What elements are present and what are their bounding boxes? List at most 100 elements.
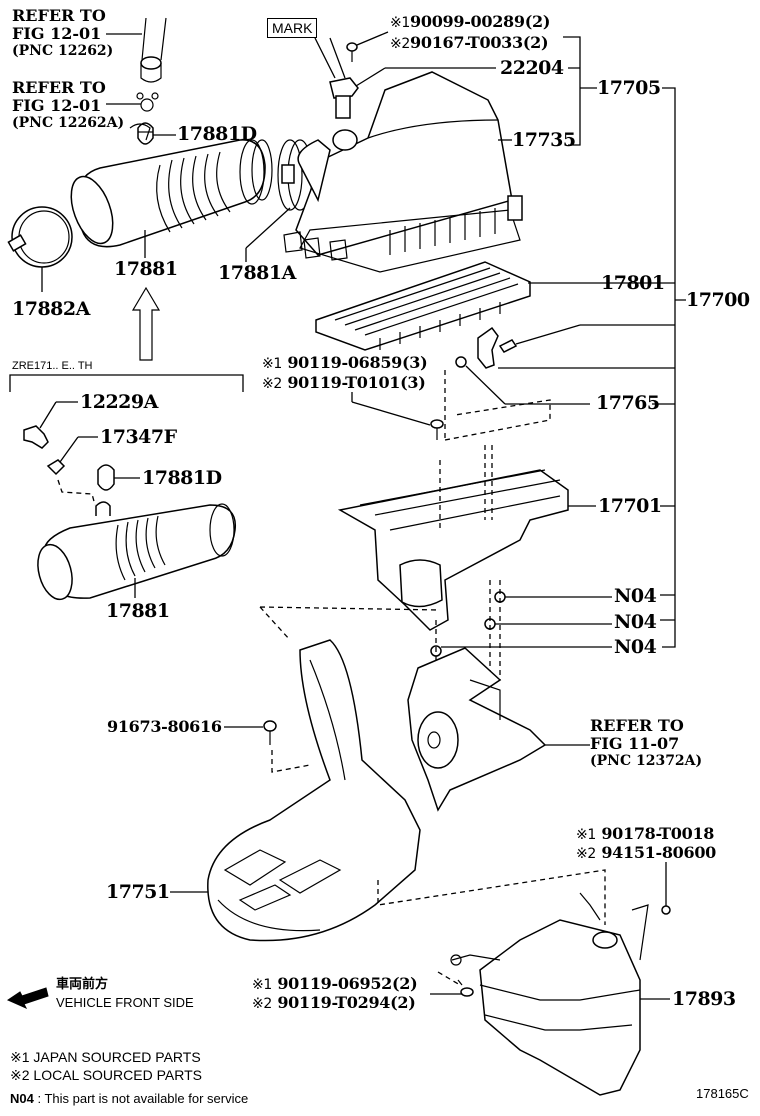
sensor-12229a-part: [23, 425, 49, 449]
dashed-guide: [444, 370, 551, 441]
part-label-bolt-low-2: ※2 90119-T0294(2): [252, 995, 416, 1012]
refer-line: REFER TO: [12, 78, 106, 97]
legend-item-japan: ※1 JAPAN SOURCED PARTS: [10, 1050, 201, 1064]
part-label-17751: 17751: [106, 881, 170, 903]
variant-bracket: [9, 374, 244, 392]
local-mark: ※2: [576, 846, 597, 862]
part-label-17881a: 17881A: [218, 262, 296, 284]
dashed-guide: [437, 971, 461, 986]
part-label-17701: 17701: [598, 495, 662, 517]
air-hose-top-part: [140, 17, 167, 83]
part-label-17881: 17881: [114, 258, 178, 280]
part-label-17882a: 17882A: [12, 298, 90, 320]
part-label-n04-1: N04: [614, 585, 657, 607]
intake-hose-17881-low-part: [37, 501, 237, 601]
refer-label-12262: REFER TO FIG 12-01 (PNC 12262): [12, 6, 114, 59]
engine-mount-part: [407, 647, 547, 812]
note-n04: N04 : This part is not available for ser…: [10, 1092, 248, 1105]
part-label-12229a: 12229A: [80, 391, 158, 413]
note-code: N04: [10, 1091, 34, 1106]
part-code: 90119-T0101(3): [287, 373, 426, 392]
airflow-meter-22204-part: [329, 77, 359, 119]
refer-line: FIG 12-01: [12, 96, 102, 115]
screw-91673-part: [263, 720, 277, 745]
dashed-guide: [259, 606, 441, 641]
clamp-17881a-part: [277, 139, 313, 211]
part-label-bolt-mid-2: ※2 90119-T0101(3): [262, 373, 426, 392]
air-filter-17801-part: [315, 261, 531, 351]
leader-line: [351, 401, 431, 426]
part-label-17765: 17765: [596, 392, 660, 414]
local-mark: ※2: [262, 376, 283, 392]
air-cleaner-case-17701-part: [337, 445, 569, 631]
vehicle-front-en: VEHICLE FRONT SIDE: [56, 995, 194, 1010]
part-code: 90119-06859(3): [287, 353, 428, 372]
valve-17881d-low-part: [97, 464, 115, 491]
clamp-17882a-part: [7, 206, 73, 268]
bolt-part: [430, 419, 444, 440]
bolt-lower-part: [457, 979, 474, 997]
dashed-guide: [377, 869, 606, 925]
refer-line: REFER TO: [590, 716, 684, 735]
refer-line: (PNC 12262): [12, 43, 114, 59]
part-label-22204: 22204: [500, 57, 564, 79]
bracket-part: [477, 326, 518, 369]
legend-mark: ※1: [10, 1049, 30, 1065]
clip-17347f-part: [46, 459, 66, 476]
up-arrow-icon: [131, 286, 161, 361]
leader-line: [314, 37, 336, 79]
local-mark: ※2: [252, 996, 273, 1012]
clip-part: [136, 92, 159, 112]
part-code: 90167-T0033(2): [410, 33, 549, 52]
part-code: 90178-T0018: [601, 824, 715, 843]
part-label-17700: 17700: [686, 289, 750, 311]
resonator-17893-part: [450, 892, 649, 1096]
part-label-91673-80616: 91673-80616: [107, 717, 222, 736]
legend-item-local: ※2 LOCAL SOURCED PARTS: [10, 1068, 202, 1082]
part-label-17735: 17735: [512, 129, 576, 151]
part-label-nut-1: ※1 90178-T0018: [576, 824, 715, 843]
refer-label-12262a: REFER TO FIG 12-01 (PNC 12262A): [12, 78, 124, 131]
nut-17765-part: [455, 356, 467, 368]
figure-id: 178165C: [696, 1086, 749, 1101]
legend-text: JAPAN SOURCED PARTS: [33, 1049, 201, 1065]
part-code: 90099-00289(2): [410, 12, 551, 31]
japan-mark: ※1: [262, 356, 283, 372]
part-label-bolt-mid-1: ※1 90119-06859(3): [262, 353, 428, 372]
refer-line: (PNC 12372A): [590, 753, 703, 769]
leader-line: [329, 37, 346, 79]
note-text: : This part is not available for service: [37, 1091, 249, 1106]
nut-part: [661, 905, 671, 915]
part-label-bolt-top-1: ※190099-00289(2): [390, 12, 551, 31]
valve-17881d-part: [137, 122, 154, 145]
refer-line: FIG 11-07: [590, 734, 680, 753]
part-label-nut-2: ※2 94151-80600: [576, 845, 716, 862]
bracket-17700: [498, 87, 686, 648]
leader-line: [355, 67, 386, 87]
refer-label-12372a: REFER TO FIG 11-07 (PNC 12372A): [590, 716, 703, 769]
part-label-n04-3: N04: [614, 636, 657, 658]
legend-text: LOCAL SOURCED PARTS: [33, 1067, 202, 1083]
refer-line: FIG 12-01: [12, 24, 102, 43]
part-label-17881-low: 17881: [106, 600, 170, 622]
dashed-guide: [57, 479, 96, 506]
leader-line: [59, 436, 79, 463]
leader-line: [356, 31, 389, 46]
part-label-17893: 17893: [672, 988, 736, 1010]
refer-line: REFER TO: [12, 6, 106, 25]
part-label-bolt-top-2: ※290167-T0033(2): [390, 33, 549, 52]
part-label-17705: 17705: [597, 77, 661, 99]
leader-line: [245, 207, 291, 249]
japan-mark: ※1: [576, 827, 597, 843]
japan-mark: ※1: [390, 15, 411, 31]
leader-line: [39, 401, 57, 429]
variant-label: ZRE171.. E.. TH: [12, 360, 93, 372]
part-label-17881d: 17881D: [177, 123, 257, 145]
part-label-17801: 17801: [601, 272, 665, 294]
part-label-bolt-low-1: ※1 90119-06952(2): [252, 976, 418, 993]
bracket-17705: [563, 36, 597, 146]
dashed-guide: [271, 750, 311, 773]
leader-line: [465, 365, 506, 405]
